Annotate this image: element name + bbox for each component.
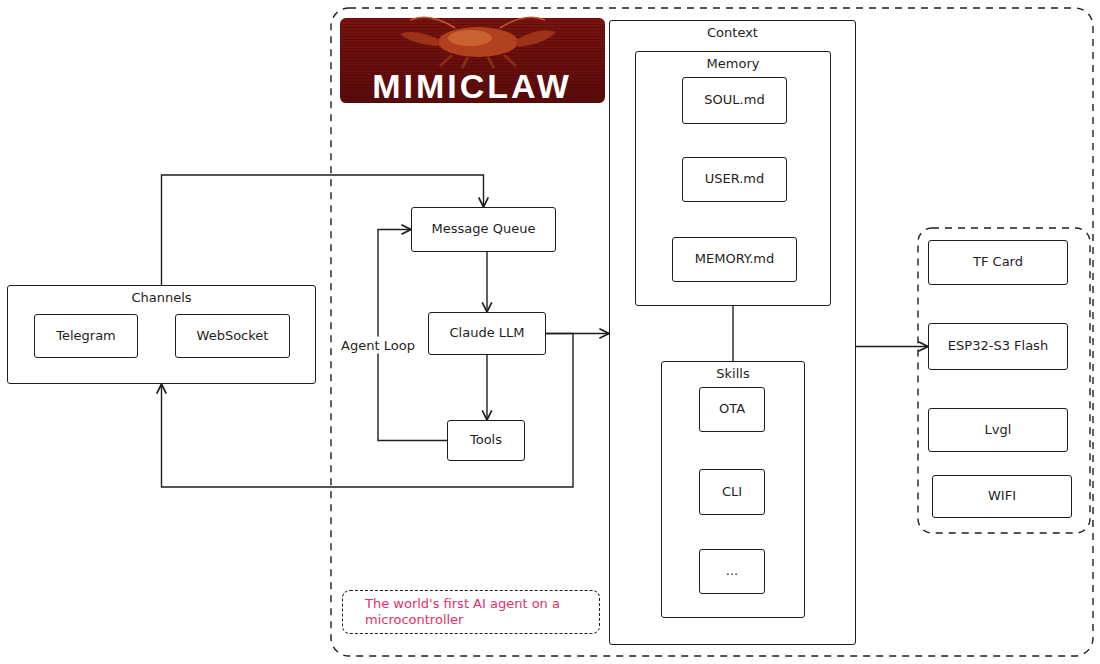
llm-box: Claude LLM: [428, 312, 546, 355]
context-panel: ContextMemorySOUL.mdUSER.mdMEMORY.mdSkil…: [609, 20, 856, 645]
file-box: SOUL.md: [682, 77, 787, 124]
node-text: Lvgl: [985, 422, 1012, 438]
skill-box: CLI: [699, 469, 765, 515]
skill-box: ...: [699, 549, 765, 594]
node-text: Tools: [470, 432, 502, 448]
channel-box: WebSocket: [175, 314, 290, 358]
channel-group: ChannelsTelegram WebSocket: [7, 285, 316, 384]
node-text: TF Card: [973, 254, 1023, 270]
system-boundary: [331, 8, 1093, 656]
node-text: Claude LLM: [450, 325, 525, 341]
memory-group: MemorySOUL.mdUSER.mdMEMORY.md: [635, 51, 831, 306]
logo-text: MIMICLAW: [372, 67, 572, 106]
file-box: USER.md: [682, 157, 787, 202]
hardware-group: [918, 228, 1090, 533]
node-text: Message Queue: [432, 221, 536, 237]
node-text: Context: [707, 25, 758, 41]
queue-box: Message Queue: [411, 207, 556, 252]
connector: [486, 355, 487, 420]
node-text: USER.md: [705, 171, 765, 187]
node-text: Channels: [131, 290, 191, 306]
skills-group: SkillsOTA CLI...: [661, 361, 805, 618]
edge-label: Agent Loop: [338, 337, 418, 354]
file-box: MEMORY.md: [672, 237, 797, 282]
hardware-box: WIFI: [932, 475, 1072, 518]
channel-box: Telegram: [34, 314, 138, 358]
skill-box: OTA: [699, 387, 765, 432]
tagline-note: The world's first AI agent on a microcon…: [342, 590, 600, 634]
node-text: ESP32-S3 Flash: [948, 338, 1048, 354]
hardware-box: Lvgl: [928, 408, 1068, 452]
hardware-box: TF Card: [928, 240, 1068, 285]
connector: [486, 252, 487, 312]
connector: [856, 346, 928, 347]
node-text: SOUL.md: [704, 92, 764, 108]
node-text: Memory: [707, 56, 760, 72]
node-text: Telegram: [56, 328, 116, 344]
node-text: WebSocket: [197, 328, 269, 344]
node-text: CLI: [722, 484, 742, 500]
node-text: OTA: [719, 401, 745, 417]
node-text: WIFI: [988, 488, 1016, 504]
hardware-box: ESP32-S3 Flash: [928, 323, 1068, 370]
node-text: Skills: [716, 366, 749, 382]
node-text: ...: [726, 563, 738, 579]
node-text: MEMORY.md: [695, 251, 774, 267]
connector: [732, 306, 733, 361]
node-text: The world's first AI agent on a microcon…: [365, 596, 580, 629]
tools-box: Tools: [447, 420, 525, 461]
